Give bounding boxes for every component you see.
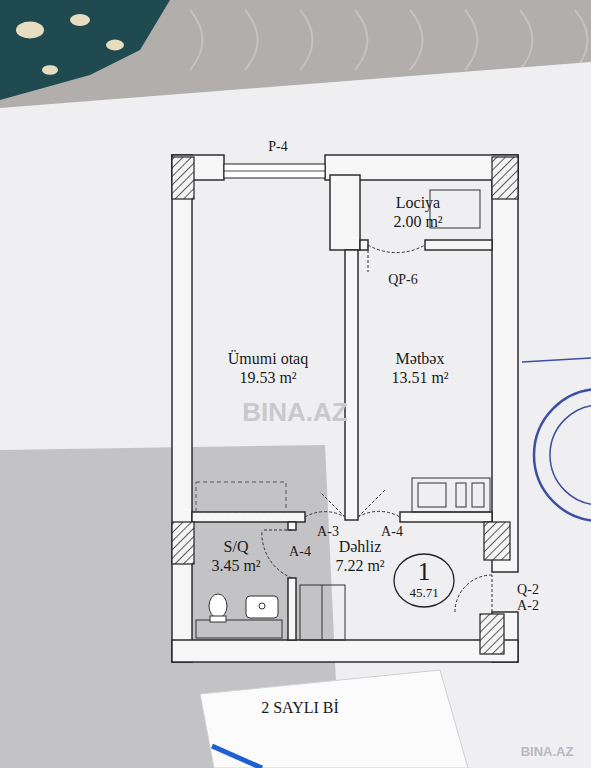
wall: [400, 512, 492, 522]
wardrobe-line: [322, 585, 323, 640]
apartment-number: 1: [407, 559, 441, 585]
room-name: Lociya: [393, 193, 443, 212]
column: [172, 157, 194, 199]
wall: [172, 640, 518, 662]
wall: [425, 240, 492, 250]
stove: [418, 483, 446, 507]
pen: [212, 746, 262, 768]
watermark: BINA.AZ: [242, 398, 347, 427]
column: [492, 157, 518, 199]
door-swing: [262, 530, 292, 578]
room-name: Dəhliz: [335, 537, 385, 556]
quilt-stitch: [465, 10, 478, 70]
wall: [172, 155, 192, 662]
cabinet: [472, 483, 484, 507]
room-area: 2.00 m²: [393, 212, 443, 231]
kitchen-counter: [412, 478, 490, 512]
column: [172, 522, 194, 564]
quilt-stitch: [410, 10, 423, 70]
shower-outline: [196, 482, 286, 512]
quilt-stitch: [190, 10, 203, 70]
sheet-heading: 2 SAYLI Bİ: [261, 699, 339, 717]
room-area: 19.53 m²: [228, 368, 309, 387]
room-name: Mətbəx: [391, 349, 449, 368]
room-area: 3.45 m²: [211, 556, 261, 575]
room-name: S/Q: [211, 537, 261, 556]
room-area: 13.51 m²: [391, 368, 449, 387]
wall: [345, 250, 358, 520]
paper: [0, 62, 591, 768]
total-area: 45.71: [407, 585, 441, 602]
fabric-dot: [70, 14, 90, 26]
quilt-stitch: [575, 10, 588, 70]
window: [224, 164, 325, 178]
door-swing: [358, 490, 400, 517]
fabric-dot: [106, 40, 124, 51]
door-swing: [368, 245, 425, 272]
door-swing: [455, 575, 492, 612]
room-name: Ümumi otaq: [228, 349, 309, 368]
toilet: [209, 594, 227, 618]
area-ellipse: 145.71: [393, 553, 455, 608]
door-code: Q-2: [517, 582, 539, 597]
door-code: QP-6: [388, 272, 418, 287]
room-label: S/Q3.45 m²: [207, 535, 265, 578]
washbasin: [246, 596, 278, 618]
room-label: Mətbəx13.51 m²: [387, 347, 453, 390]
wall: [360, 240, 368, 250]
fabric-dot: [16, 22, 44, 39]
column: [480, 614, 504, 654]
sink: [456, 483, 466, 507]
bath-shelf: [196, 620, 282, 638]
paper-slip: [200, 670, 468, 768]
door-code: A-4: [381, 524, 403, 539]
stamp-line: [522, 358, 591, 362]
room-label: Lociya2.00 m²: [389, 191, 447, 234]
wall: [288, 578, 296, 640]
drain: [259, 603, 265, 609]
ellipse: [394, 554, 454, 607]
wall: [330, 175, 360, 250]
fabric-print: [0, 0, 170, 100]
stamp: [534, 389, 591, 521]
wall: [492, 155, 518, 572]
room-area: 7.22 m²: [335, 556, 385, 575]
room-label: Dəhliz7.22 m²: [331, 535, 389, 578]
door-code: A-4: [289, 544, 311, 559]
column: [484, 522, 510, 560]
door-code: A-2: [517, 598, 539, 613]
watermark: BINA.AZ: [521, 745, 574, 759]
window-glass: [224, 171, 325, 172]
wall: [288, 522, 296, 530]
window-code: P-4: [268, 139, 287, 154]
wall: [192, 512, 305, 522]
quilt-stitch: [245, 10, 258, 70]
door-code: A-3: [317, 524, 339, 539]
room-label: Ümumi otaq19.53 m²: [224, 347, 313, 390]
wardrobe: [300, 585, 345, 640]
door-swing: [305, 492, 345, 517]
quilt-stitch: [520, 10, 533, 70]
fabric-dot: [42, 65, 58, 75]
toilet-tank: [210, 616, 226, 622]
quilt-stitch: [300, 10, 313, 70]
quilt-stitch: [355, 10, 368, 70]
stamp: [550, 405, 591, 505]
